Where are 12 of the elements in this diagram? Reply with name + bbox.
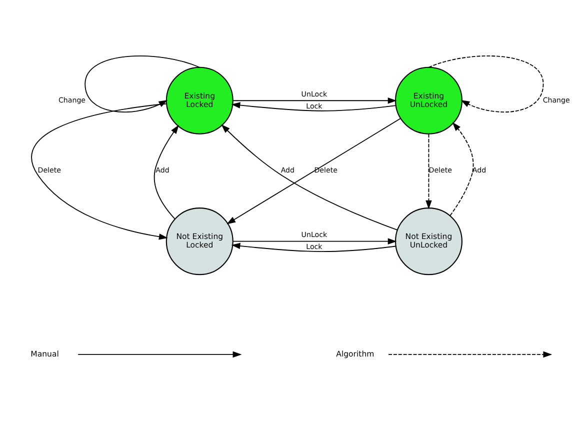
edge-label: Change <box>542 95 570 104</box>
edge-label: Lock <box>306 242 322 252</box>
edge-label: Add <box>280 166 295 175</box>
edge-label: UnLock <box>301 89 328 98</box>
edge-label: UnLock <box>301 230 328 240</box>
edge-label: Delete <box>314 166 338 175</box>
edge-label: Change <box>58 95 86 104</box>
edge-label: Add <box>472 166 486 175</box>
edge-label: Delete <box>38 166 62 175</box>
edge-label: Delete <box>428 166 452 175</box>
edge-label: Add <box>156 166 170 175</box>
edge-label: Lock <box>306 101 322 110</box>
